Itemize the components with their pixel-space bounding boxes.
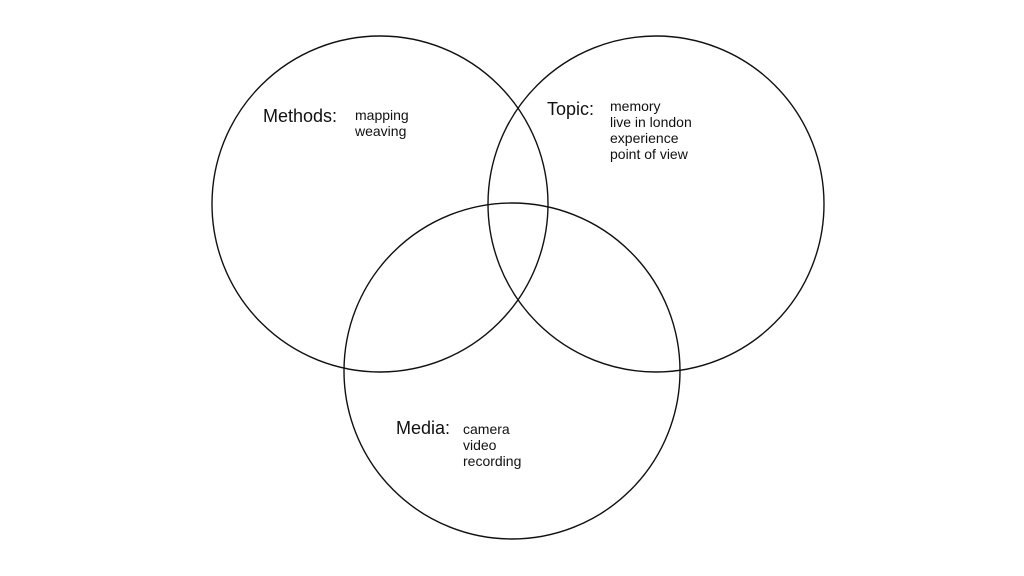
media-item-list: camera video recording — [463, 421, 521, 469]
media-label: Media: — [396, 418, 451, 438]
topic-item: point of view — [610, 146, 688, 162]
methods-circle — [211, 35, 549, 373]
methods-item: weaving — [355, 123, 407, 139]
topic-item: experience — [610, 130, 679, 146]
media-circle — [343, 202, 681, 540]
methods-item-list: mapping weaving — [355, 107, 409, 139]
media-item: video — [463, 437, 497, 453]
topic-circle — [487, 35, 825, 373]
topic-item: live in london — [610, 114, 692, 130]
media-item: recording — [463, 453, 522, 469]
topic-label: Topic: — [547, 99, 595, 119]
methods-item: mapping — [355, 107, 409, 123]
methods-label: Methods: — [263, 106, 338, 126]
topic-item-list: memory live in london experience point o… — [610, 98, 692, 162]
topic-item: memory — [610, 98, 661, 114]
media-item: camera — [463, 421, 510, 437]
